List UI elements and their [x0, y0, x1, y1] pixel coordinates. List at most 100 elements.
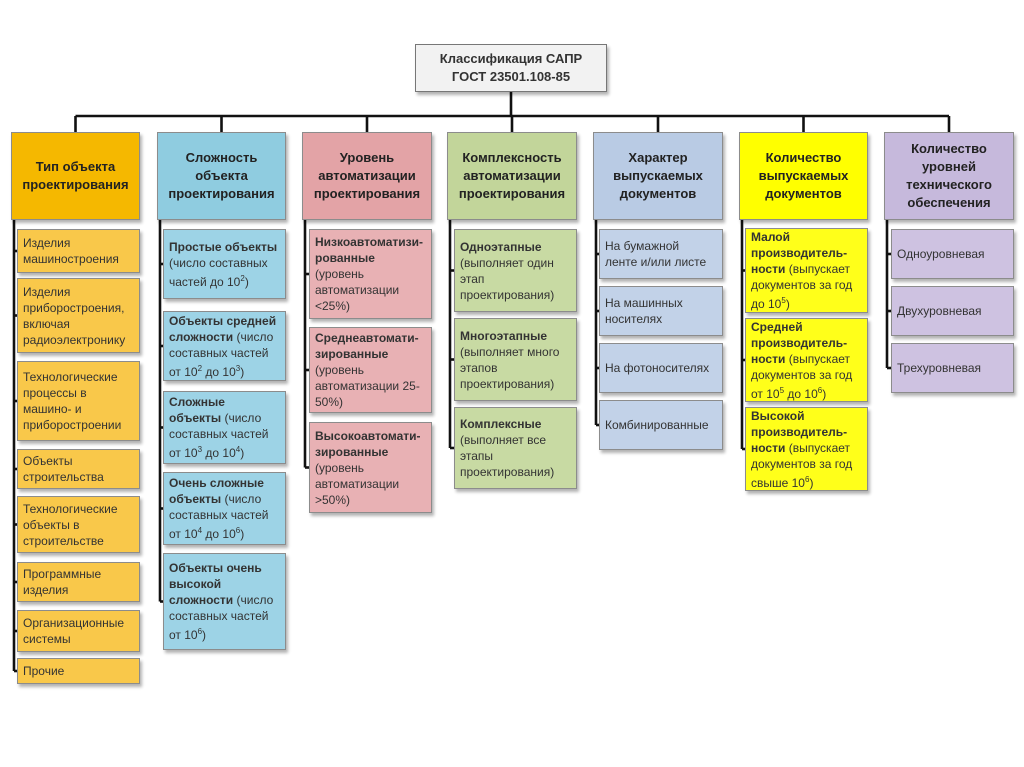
category-header-label: Количество выпускаемых документов — [758, 150, 849, 201]
item-description: (выпускает документов за год свыше 10 — [751, 440, 853, 490]
item-label: Двухуровневая — [897, 304, 982, 318]
item-description-mid: до 10 — [784, 386, 818, 401]
item-description: (число составных частей от 10 — [169, 411, 269, 460]
category-header-support-levels: Количество уровней технического обеспече… — [884, 132, 1014, 220]
item-description-tail: ) — [785, 297, 790, 311]
item-label: Одноэтапные (выполняет один этап проекти… — [460, 239, 571, 303]
category-item-automation-complexity: Комплексные (выполняет все этапы проекти… — [454, 407, 577, 489]
item-label: Средней производитель-ности (выпускает д… — [751, 319, 862, 402]
item-label: Изделия приборостроения, включая радиоэл… — [23, 284, 126, 347]
item-exponent: 3 — [197, 445, 203, 454]
item-description: (число составных частей от 10 — [169, 492, 269, 541]
item-label: Простые объекты (число составных частей … — [169, 239, 280, 290]
item-label: Трехуровневая — [897, 361, 982, 375]
category-item-automation-complexity: Многоэтапные (выполняет много этапов про… — [454, 318, 577, 401]
item-label: Одноуровневая — [897, 247, 985, 261]
category-item-automation-level: Низкоавтоматизи- рованные (уровень автом… — [309, 229, 432, 319]
item-exponent: 6 — [197, 627, 203, 636]
item-label: Низкоавтоматизи- рованные (уровень автом… — [315, 234, 426, 314]
root-title-line1: Классификация САПР — [439, 51, 583, 66]
item-description: (выполняет все этапы проектирования) — [460, 433, 555, 479]
item-label: Технологические процессы в машино- и при… — [23, 370, 122, 432]
item-label: Малой производитель-ности (выпускает док… — [751, 229, 862, 312]
category-header-object-type: Тип объекта проектирования — [11, 132, 140, 220]
category-item-object-type: Изделия приборостроения, включая радиоэл… — [17, 278, 140, 353]
item-bold-label: Высокой производитель-ности — [751, 408, 848, 455]
category-item-complexity: Очень сложные объекты (число составных ч… — [163, 472, 286, 545]
item-label: Организационные системы — [23, 616, 125, 646]
category-header-automation-level: Уровень автоматизации проектирования — [302, 132, 432, 220]
item-bold-label: Низкоавтоматизи- рованные — [315, 235, 423, 265]
item-description: (выпускает документов за год от 10 — [751, 351, 853, 401]
item-description-mid: до 10 — [202, 446, 236, 460]
item-description-tail: ) — [240, 364, 245, 379]
category-item-document-type: Комбинированные — [599, 400, 723, 450]
category-item-object-type: Организационные системы — [17, 610, 140, 652]
item-description: (уровень автоматизации >50%) — [315, 460, 400, 507]
item-description-tail: ) — [202, 628, 207, 642]
item-description: (число составных частей от 10 — [169, 593, 274, 642]
category-header-document-count: Количество выпускаемых документов — [739, 132, 868, 220]
item-label: Комбинированные — [605, 418, 709, 432]
item-label: Объекты очень высокой сложности (число с… — [169, 560, 280, 643]
item-exponent: 4 — [197, 526, 203, 535]
category-item-support-levels: Трехуровневая — [891, 343, 1014, 393]
category-item-support-levels: Одноуровневая — [891, 229, 1014, 279]
item-description-mid: до 10 — [202, 527, 236, 541]
item-label: Очень сложные объекты (число составных ч… — [169, 475, 280, 542]
root-node: Классификация САПР ГОСТ 23501.108-85 — [415, 44, 607, 92]
item-exponent: 2 — [240, 273, 245, 283]
category-item-document-count: Высокой производитель-ности (выпускает д… — [745, 407, 868, 491]
category-item-document-count: Малой производитель-ности (выпускает док… — [745, 228, 868, 313]
item-description-tail: ) — [809, 475, 814, 490]
category-item-object-type: Технологические процессы в машино- и при… — [17, 361, 140, 441]
item-description: (выполняет один этап проектирования) — [460, 255, 555, 302]
category-item-complexity: Объекты средней сложности (число составн… — [163, 311, 286, 381]
category-header-complexity: Сложность объекта проектирования — [157, 132, 286, 220]
category-header-label: Количество уровней технического обеспече… — [906, 141, 992, 210]
item-description: (выпускает документов за год до 10 — [751, 262, 853, 311]
category-item-automation-level: Среднеавтомати- зированные (уровень авто… — [309, 327, 432, 413]
category-item-complexity: Объекты очень высокой сложности (число с… — [163, 553, 286, 650]
item-exponent-2: 3 — [235, 363, 241, 373]
item-description: (уровень автоматизации 25-50%) — [315, 363, 420, 409]
item-bold-label: Объекты очень высокой сложности — [169, 561, 262, 607]
item-bold-label: Среднеавтомати- зированные — [315, 331, 419, 361]
item-description: (выполняет много этапов проектирования) — [460, 344, 560, 391]
category-item-object-type: Технологические объекты в строительстве — [17, 496, 140, 553]
item-description-tail: ) — [240, 446, 245, 460]
category-item-support-levels: Двухуровневая — [891, 286, 1014, 336]
item-description: (уровень автоматизации <25%) — [315, 267, 400, 313]
item-description: (число составных частей до 10 — [169, 255, 268, 289]
item-bold-label: Комплексные — [460, 417, 542, 431]
item-description-mid: до 10 — [202, 364, 236, 379]
item-bold-label: Одноэтапные — [460, 239, 542, 254]
item-label: Высокоавтомати- зированные (уровень авто… — [315, 428, 426, 508]
item-description-tail: ) — [244, 274, 249, 289]
item-exponent-2: 6 — [235, 526, 241, 535]
category-header-label: Сложность объекта проектирования — [168, 150, 275, 201]
item-bold-label: Сложные объекты — [169, 395, 225, 425]
category-item-automation-level: Высокоавтомати- зированные (уровень авто… — [309, 422, 432, 513]
category-item-automation-complexity: Одноэтапные (выполняет один этап проекти… — [454, 229, 577, 312]
category-header-label: Уровень автоматизации проектирования — [313, 150, 421, 201]
category-item-object-type: Объекты строительства — [17, 449, 140, 489]
item-label: Программные изделия — [23, 567, 102, 597]
item-label: Сложные объекты (число составных частей … — [169, 394, 280, 461]
category-header-label: Тип объекта проектирования — [22, 159, 129, 192]
item-bold-label: Очень сложные объекты — [169, 476, 264, 506]
item-label: Изделия машиностроения — [23, 236, 119, 266]
item-description-tail: ) — [240, 527, 245, 541]
item-label: Комплексные (выполняет все этапы проекти… — [460, 416, 571, 480]
item-bold-label: Малой производитель-ности — [751, 230, 848, 276]
item-label: Многоэтапные (выполняет много этапов про… — [460, 328, 571, 392]
item-bold-label: Высокоавтомати- зированные — [315, 428, 421, 459]
category-item-document-type: На бумажной ленте и/или листе — [599, 229, 723, 279]
item-bold-label: Объекты средней сложности — [169, 313, 277, 344]
item-bold-label: Многоэтапные — [460, 328, 548, 343]
item-label: Объекты строительства — [23, 454, 104, 484]
item-label: Высокой производитель-ности (выпускает д… — [751, 408, 862, 491]
item-exponent-2: 6 — [817, 385, 823, 395]
item-label: На машинных носителях — [605, 296, 683, 326]
